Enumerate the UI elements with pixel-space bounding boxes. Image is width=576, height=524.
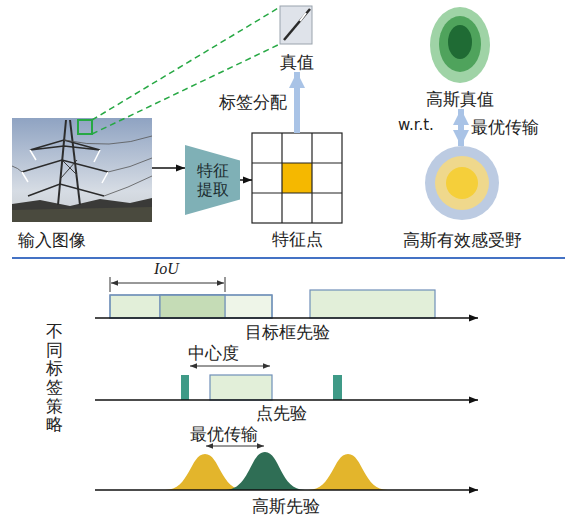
node-label: 真值 <box>280 52 314 72</box>
feature-grid <box>252 133 342 223</box>
gaussian-erf: 高斯有效感受野 <box>424 146 500 250</box>
flow-arrow <box>294 72 300 133</box>
flow-arrow <box>152 167 185 169</box>
node-label: 特征提取 <box>196 161 230 199</box>
edge-label: 最优传输 <box>471 117 539 137</box>
gaussian-ground-truth: 高斯真值 <box>420 6 500 109</box>
dimension-label: 最优传输 <box>190 424 258 444</box>
box-prior-row <box>95 277 478 318</box>
node-label: 高斯真值 <box>426 89 494 109</box>
row-caption: 目标框先验 <box>245 322 330 342</box>
zoom-crop <box>280 6 312 44</box>
gaussian-prior-row <box>95 446 478 490</box>
row-caption: 高斯先验 <box>252 496 320 516</box>
separator-line <box>12 257 565 259</box>
dimension-label: 中心度 <box>188 343 239 363</box>
node-label: 特征点 <box>272 229 323 249</box>
feature-extractor: 特征提取 <box>185 145 240 215</box>
zoom-leader <box>92 44 280 134</box>
edge-label: 标签分配 <box>219 92 287 112</box>
input-image: 输入图像 <box>12 118 152 222</box>
ground-truth-crop: 真值 <box>268 4 326 72</box>
point-prior-row <box>95 366 478 400</box>
node-label: 高斯有效感受野 <box>403 230 522 250</box>
flow-arrow <box>240 179 252 181</box>
dimension-label: IoU <box>154 259 179 278</box>
feature-grid: 特征点 <box>252 133 342 223</box>
flow-arrow <box>458 109 464 146</box>
row-group-title: 不同标签策略 <box>46 322 63 434</box>
tower-photo <box>12 118 152 222</box>
trapezoid-outline <box>185 145 240 215</box>
row-caption: 点先验 <box>256 403 307 423</box>
wrt-note: w.r.t. <box>398 116 434 134</box>
gaussian-circle <box>425 146 499 220</box>
node-label: 输入图像 <box>18 230 86 250</box>
gaussian-ellipse <box>430 7 490 83</box>
